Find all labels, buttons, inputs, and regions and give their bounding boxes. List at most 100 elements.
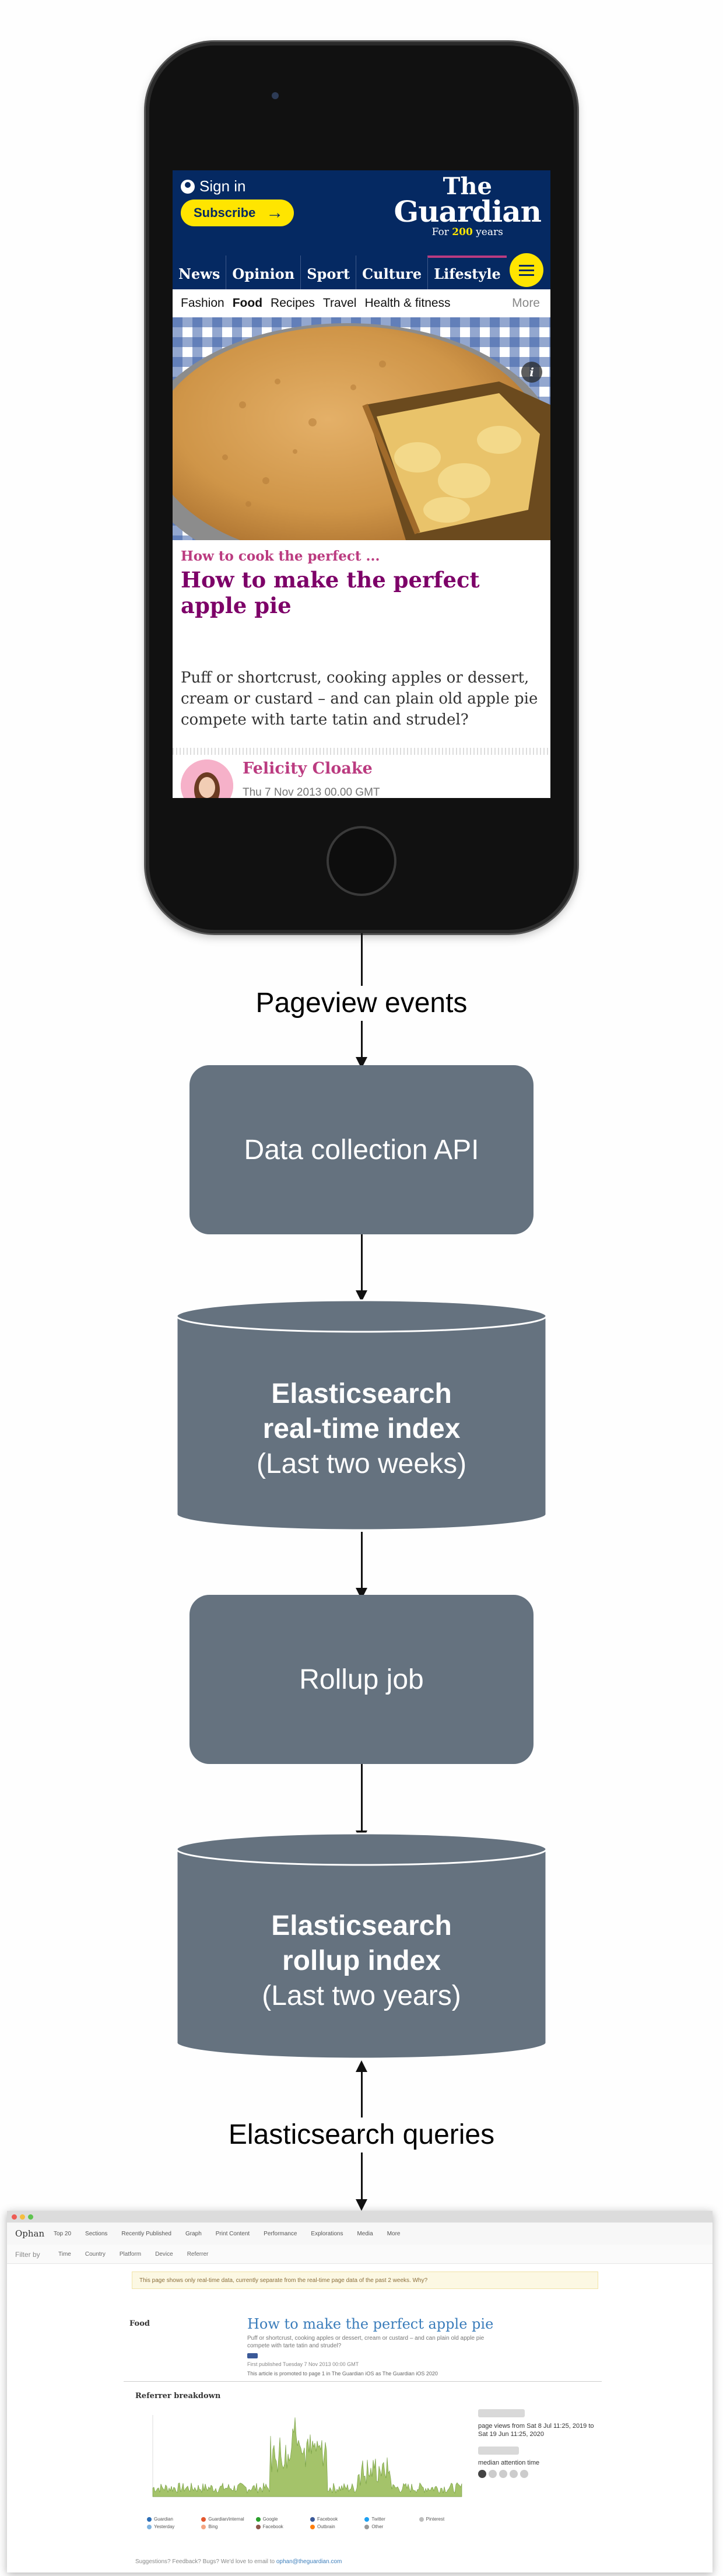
legend-item[interactable]: Guardian/internal [201,2516,255,2522]
realtime-index-subtitle: (Last two weeks) [256,1448,467,1479]
pillar-opinion[interactable]: Opinion [226,256,300,289]
pillar-sport[interactable]: Sport [300,256,356,289]
arrow-down-icon [356,1290,367,1302]
platform-badge [247,2353,258,2358]
arrow-down-icon [356,2199,367,2211]
filter-time[interactable]: Time [58,2251,71,2258]
guardian-header: Sign in Subscribe → The Guardian For 200… [173,170,550,249]
legend-item[interactable]: Google [255,2516,310,2522]
blurred-value [478,2409,525,2417]
phone-camera [272,92,279,99]
legend-item[interactable]: Facebook [310,2516,364,2522]
filter-device[interactable]: Device [155,2251,173,2258]
sign-in-label: Sign in [199,177,246,195]
legend-label: Guardian [154,2516,173,2522]
legend-item[interactable]: Outbrain [310,2524,364,2529]
realtime-index-cylinder [176,1299,547,1531]
nav-top-20[interactable]: Top 20 [54,2231,72,2237]
nav-sections[interactable]: Sections [85,2231,108,2237]
filter-platform[interactable]: Platform [119,2251,142,2258]
pillar-lifestyle[interactable]: Lifestyle [427,256,507,289]
tagline-years: 200 [452,226,473,238]
legend-swatch [255,2516,261,2522]
logo-line-1: The [443,173,492,200]
legend-label: Other [371,2524,384,2529]
legend-label: Google [262,2516,278,2522]
pageviews-text: page views from Sat 8 Jul 11:25, 2019 to… [478,2423,594,2438]
filter-items: Time Country Platform Device Referrer [58,2251,208,2258]
attention-label: median attention time [478,2459,540,2466]
footer-text: Suggestions? Feedback? Bugs? We'd love t… [135,2558,276,2565]
attention-dot [510,2470,518,2478]
legend-item[interactable]: Other [364,2524,419,2529]
ophan-article-title[interactable]: How to make the perfect apple pie [247,2316,494,2332]
close-window-icon[interactable] [12,2214,17,2220]
legend-label: Bing [208,2524,218,2529]
referrer-breakdown-heading: Referrer breakdown [135,2392,221,2400]
legend-swatch [364,2524,370,2529]
sign-in-link[interactable]: Sign in [181,177,246,195]
ophan-article-meta: First published Tuesday 7 Nov 2013 00:00… [247,2361,359,2367]
attention-dot [489,2470,497,2478]
nav-media[interactable]: Media [357,2231,373,2237]
nav-more[interactable]: More [387,2231,401,2237]
legend-item[interactable]: Yesterday [147,2524,201,2529]
hamburger-icon-bar [519,274,534,276]
legend-item[interactable]: Twitter [364,2516,419,2522]
legend-item[interactable]: Bing [201,2524,255,2529]
nav-print-content[interactable]: Print Content [215,2231,250,2237]
info-icon[interactable]: i [521,362,542,383]
pillar-culture[interactable]: Culture [356,256,427,289]
maximize-window-icon[interactable] [28,2214,33,2220]
nav-recently-published[interactable]: Recently Published [121,2231,171,2237]
legend-label: Outbrain [317,2524,335,2529]
legend-label: Yesterday [154,2524,175,2529]
rollup-job-node: Rollup job [189,1595,534,1764]
legend-swatch [310,2524,315,2529]
filter-referrer[interactable]: Referrer [187,2251,209,2258]
browser-titlebar [7,2211,713,2222]
rollup-index-cylinder [176,1832,547,2060]
subnav-travel[interactable]: Travel [322,296,357,310]
nav-explorations[interactable]: Explorations [311,2231,343,2237]
hamburger-icon-bar [519,269,534,271]
guardian-logo[interactable]: The Guardian For 200 years [394,173,542,239]
subnav-food[interactable]: Food [232,296,263,310]
legend-label: Twitter [371,2516,385,2522]
legend-label: Facebook [262,2524,283,2529]
arrow-up-icon [356,2060,367,2072]
subnav-more[interactable]: More [512,296,540,310]
author-avatar [181,760,233,798]
subnav-health[interactable]: Health & fitness [364,296,451,310]
legend-swatch [310,2516,315,2522]
subnav-fashion[interactable]: Fashion [181,296,224,310]
nav-graph[interactable]: Graph [185,2231,202,2237]
ophan-logo[interactable]: Ophan [15,2228,45,2239]
filter-country[interactable]: Country [85,2251,106,2258]
filter-label: Filter by [15,2250,40,2259]
legend-item[interactable]: Guardian [147,2516,201,2522]
hero-image-apple-pie [173,317,550,540]
pillar-news[interactable]: News [178,265,220,282]
logo-line-2: Guardian [394,194,542,229]
apple-pie-illustration [173,317,550,540]
legend-item[interactable]: Facebook [255,2524,310,2529]
tagline-suffix: years [472,226,503,238]
phone-screen: Sign in Subscribe → The Guardian For 200… [173,170,550,798]
nav-performance[interactable]: Performance [264,2231,297,2237]
footer-email-link[interactable]: ophan@theguardian.com [276,2558,342,2565]
author-name[interactable]: Felicity Cloake [243,760,373,778]
legend-item[interactable]: Pinterest [419,2516,473,2522]
article-kicker[interactable]: How to cook the perfect ... [181,548,380,564]
menu-button[interactable] [510,253,543,287]
connector-realtime-to-rollup-job [361,1532,363,1590]
elasticsearch-queries-label: Elasticsearch queries [157,2118,566,2152]
minimize-window-icon[interactable] [20,2214,25,2220]
chart-legend: Guardian Guardian/internal Google Facebo… [147,2516,473,2529]
blurred-value [478,2446,519,2455]
chart-bars [152,2417,462,2497]
logo-tagline: For 200 years [394,226,542,238]
subnav-recipes[interactable]: Recipes [271,296,315,310]
rollup-index-label: Elasticsearch rollup index (Last two yea… [175,1909,548,2014]
subscribe-button[interactable]: Subscribe → [181,200,294,226]
